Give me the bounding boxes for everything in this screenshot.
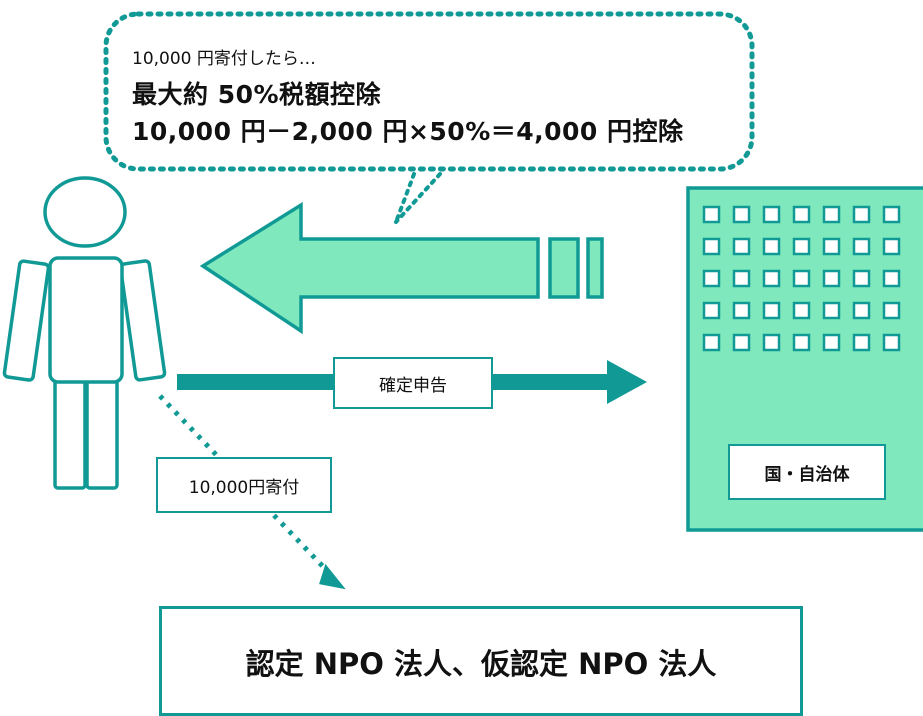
- building-window: [792, 269, 811, 288]
- building-window: [852, 205, 871, 224]
- building-window: [762, 237, 781, 256]
- building-window: [702, 237, 721, 256]
- building-window: [882, 269, 901, 288]
- building-window: [822, 333, 841, 352]
- refund-arrow-stripe-1: [548, 237, 580, 299]
- refund-arrow: [199, 201, 540, 335]
- callout-line-1: 10,000 円寄付したら…: [132, 49, 316, 69]
- building-window: [882, 333, 901, 352]
- callout-tail-left: [394, 172, 416, 224]
- building-window: [852, 269, 871, 288]
- tax-filing-label: 確定申告: [333, 357, 493, 409]
- building-window: [792, 301, 811, 320]
- building-window: [822, 301, 841, 320]
- building-window: [702, 301, 721, 320]
- building-window: [762, 205, 781, 224]
- government-label: 国・自治体: [728, 444, 886, 500]
- building-window: [792, 237, 811, 256]
- building-window: [732, 333, 751, 352]
- building-window: [702, 333, 721, 352]
- filing-arrow-head: [607, 360, 647, 404]
- building-window: [822, 205, 841, 224]
- building-window: [852, 301, 871, 320]
- building-window: [702, 269, 721, 288]
- building-window: [762, 269, 781, 288]
- building-window: [732, 205, 751, 224]
- building-window: [762, 333, 781, 352]
- building-window: [882, 237, 901, 256]
- refund-arrow-stripe-2: [586, 237, 604, 299]
- building-window: [702, 205, 721, 224]
- building-window: [792, 333, 811, 352]
- building-window: [882, 205, 901, 224]
- building-window: [732, 237, 751, 256]
- recipient-npo-box: 認定 NPO 法人、仮認定 NPO 法人: [159, 606, 803, 716]
- donation-label: 10,000円寄付: [156, 457, 332, 513]
- building-window: [792, 205, 811, 224]
- callout-line-2: 最大約 50%税額控除: [132, 80, 382, 109]
- building-window: [762, 301, 781, 320]
- building-window: [822, 269, 841, 288]
- donation-arrow-head: [319, 563, 346, 590]
- callout-tail-right: [394, 172, 442, 224]
- building-window: [732, 269, 751, 288]
- building-window: [732, 301, 751, 320]
- building-window: [822, 237, 841, 256]
- building-window: [852, 237, 871, 256]
- building-window: [882, 301, 901, 320]
- person-icon: [2, 176, 167, 490]
- callout-line-3: 10,000 円－2,000 円×50%＝4,000 円控除: [132, 117, 684, 146]
- building-window: [852, 333, 871, 352]
- callout-bubble: [103, 11, 755, 172]
